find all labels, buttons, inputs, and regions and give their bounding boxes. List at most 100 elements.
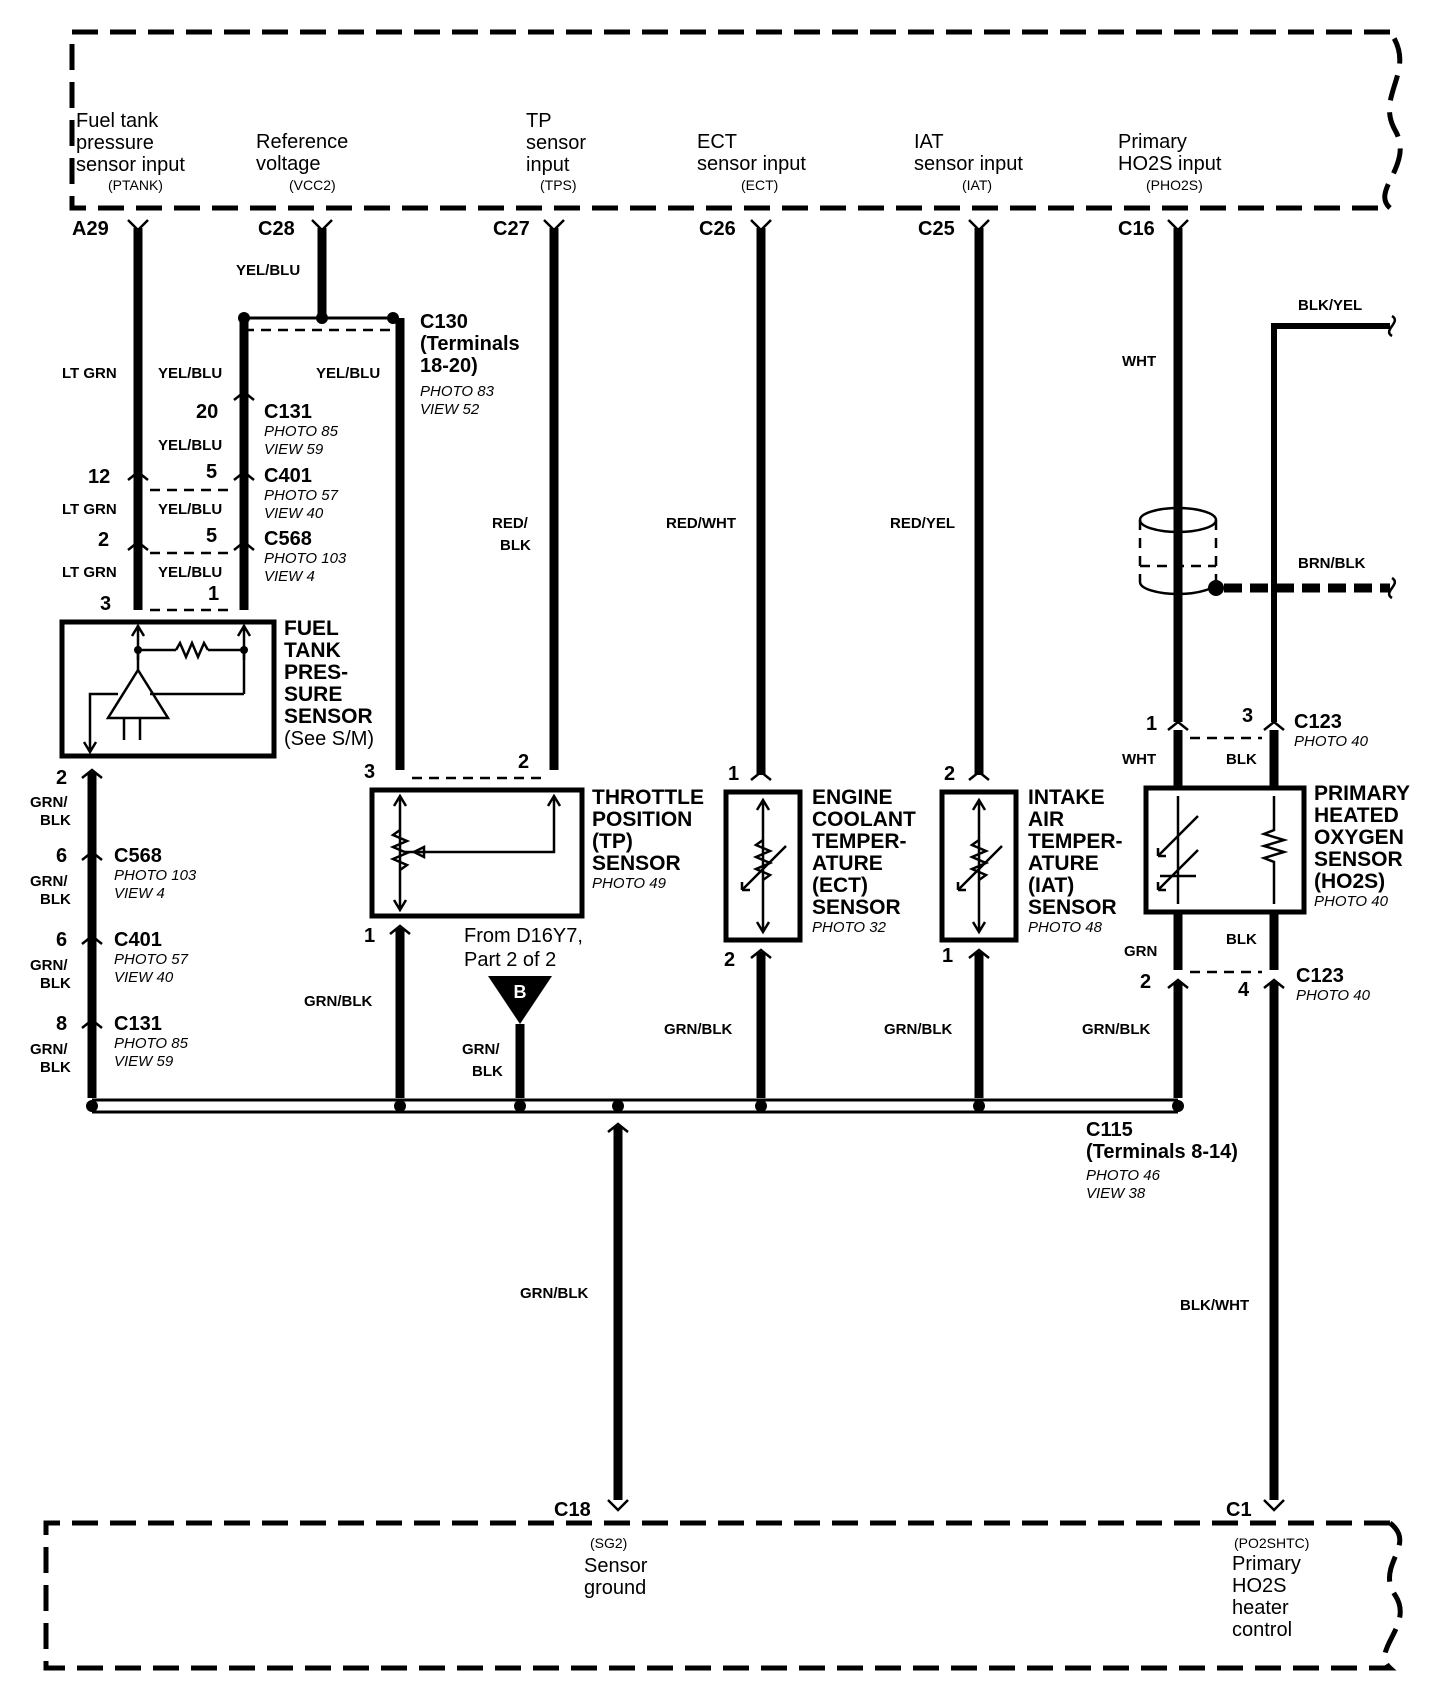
svg-text:PHOTO 48: PHOTO 48	[1028, 919, 1103, 936]
svg-text:BLK: BLK	[40, 1059, 71, 1076]
svg-text:SENSOR: SENSOR	[592, 852, 681, 875]
svg-text:sensor: sensor	[526, 132, 586, 154]
svg-text:GRN/BLK: GRN/BLK	[520, 1285, 588, 1302]
connector-c130: C130 (Terminals 18-20) PHOTO 83 VIEW 52	[420, 311, 520, 418]
svg-text:PRES-: PRES-	[284, 661, 348, 684]
svg-text:VIEW 59: VIEW 59	[264, 441, 324, 458]
svg-text:sensor input: sensor input	[697, 153, 806, 175]
connector-c401-top: 12 5 C401 PHOTO 57 VIEW 40	[88, 461, 339, 522]
svg-text:GRN/: GRN/	[30, 1041, 68, 1058]
svg-text:PHOTO 103: PHOTO 103	[114, 867, 197, 884]
connector-c123-bottom: BLK GRN 2 4 C123 PHOTO 40	[1124, 912, 1371, 1004]
svg-text:(PTANK): (PTANK)	[108, 177, 163, 193]
ground-reference-b: From D16Y7, Part 2 of 2 B GRN/ BLK	[462, 925, 583, 1098]
svg-text:PHOTO 40: PHOTO 40	[1314, 893, 1389, 910]
svg-text:C123: C123	[1296, 965, 1344, 987]
svg-text:(TP): (TP)	[592, 830, 633, 853]
svg-text:(Terminals: (Terminals	[420, 333, 520, 355]
pcm-top-boundary	[69, 29, 1403, 211]
svg-text:Fuel tank: Fuel tank	[76, 110, 159, 132]
svg-text:BLK: BLK	[40, 812, 71, 829]
svg-text:8: 8	[56, 1013, 67, 1035]
svg-text:PHOTO 85: PHOTO 85	[114, 1035, 189, 1052]
svg-text:(PO2SHTC): (PO2SHTC)	[1234, 1535, 1309, 1551]
svg-text:PHOTO 49: PHOTO 49	[592, 875, 667, 892]
svg-text:1: 1	[942, 945, 953, 967]
svg-text:SENSOR: SENSOR	[284, 705, 373, 728]
pcm-input-ect: ECT sensor input (ECT) C26	[697, 131, 806, 240]
connector-c401-bottom: 6 C401 PHOTO 57 VIEW 40	[56, 929, 189, 986]
pcm-input-iat: IAT sensor input (IAT) C25	[914, 131, 1023, 240]
svg-text:Primary: Primary	[1232, 1553, 1301, 1575]
svg-text:BLK/YEL: BLK/YEL	[1298, 297, 1362, 314]
svg-text:C115: C115	[1086, 1119, 1133, 1141]
svg-text:3: 3	[364, 761, 375, 783]
svg-text:VIEW 52: VIEW 52	[420, 401, 480, 418]
pcm-output-heater-control: C1 (PO2SHTC) Primary HO2S heater control	[1226, 1499, 1309, 1641]
svg-text:VIEW 40: VIEW 40	[264, 505, 324, 522]
tp-sensor-wires: RED/ BLK 3 2	[364, 228, 559, 783]
svg-text:YEL/BLU: YEL/BLU	[158, 501, 222, 518]
pcm-bottom-boundary	[43, 1520, 1403, 1671]
svg-text:PRIMARY: PRIMARY	[1314, 782, 1410, 805]
svg-text:C1: C1	[1226, 1499, 1252, 1521]
svg-text:1: 1	[1146, 713, 1157, 735]
svg-text:TEMPER-: TEMPER-	[1028, 830, 1123, 853]
ho2s-signal-wire: WHT	[1122, 228, 1183, 722]
connector-c568-bottom: 6 C568 PHOTO 103 VIEW 4	[56, 845, 197, 902]
tp-sensor: THROTTLE POSITION (TP) SENSOR PHOTO 49	[369, 786, 704, 919]
ho2s-sensor: PRIMARY HEATED OXYGEN SENSOR (HO2S) PHOT…	[1143, 730, 1410, 915]
svg-text:5: 5	[206, 525, 217, 547]
svg-text:(TPS): (TPS)	[540, 177, 577, 193]
svg-text:(ECT): (ECT)	[741, 177, 778, 193]
svg-text:YEL/BLU: YEL/BLU	[158, 564, 222, 581]
svg-text:PHOTO 83: PHOTO 83	[420, 383, 495, 400]
shield-icon	[1138, 506, 1224, 596]
svg-text:C568: C568	[264, 528, 312, 550]
svg-text:C401: C401	[114, 929, 162, 951]
ect-ground-wire: 2 GRN/BLK	[664, 948, 772, 1098]
svg-text:BRN/BLK: BRN/BLK	[1298, 555, 1366, 572]
svg-text:C568: C568	[114, 845, 162, 867]
svg-text:PHOTO 85: PHOTO 85	[264, 423, 339, 440]
svg-text:6: 6	[56, 845, 67, 867]
svg-text:PHOTO 40: PHOTO 40	[1296, 987, 1371, 1004]
svg-text:THROTTLE: THROTTLE	[592, 786, 704, 809]
connector-c123-top: 1 3 C123 PHOTO 40 WHT BLK	[1122, 705, 1369, 768]
svg-text:LT GRN: LT GRN	[62, 365, 117, 382]
svg-text:voltage: voltage	[256, 153, 321, 175]
pcm-input-tps: TP sensor input (TPS) C27	[493, 110, 586, 240]
svg-text:COOLANT: COOLANT	[812, 808, 916, 831]
connector-c568-top: 2 5 C568 PHOTO 103 VIEW 4	[98, 525, 347, 585]
ho2s-heater-control-wire: BLK/WHT	[1180, 982, 1285, 1512]
svg-text:3: 3	[100, 593, 111, 615]
svg-text:(IAT): (IAT)	[962, 177, 992, 193]
svg-text:FUEL: FUEL	[284, 617, 339, 640]
svg-text:(IAT): (IAT)	[1028, 874, 1074, 897]
vcc2-wire: YEL/BLU YEL/BLU YEL/BLU YEL/BLU YEL/BLU …	[158, 228, 399, 610]
svg-text:GRN/BLK: GRN/BLK	[664, 1021, 732, 1038]
svg-text:BLK: BLK	[1226, 931, 1257, 948]
svg-text:(HO2S): (HO2S)	[1314, 870, 1385, 893]
svg-text:HO2S: HO2S	[1232, 1575, 1286, 1597]
svg-text:C401: C401	[264, 465, 312, 487]
svg-text:C131: C131	[114, 1013, 162, 1035]
svg-text:A29: A29	[72, 218, 109, 240]
svg-text:PHOTO 46: PHOTO 46	[1086, 1167, 1161, 1184]
svg-text:BLK: BLK	[472, 1063, 503, 1080]
svg-text:ATURE: ATURE	[1028, 852, 1099, 875]
svg-text:(Terminals 8-14): (Terminals 8-14)	[1086, 1141, 1238, 1163]
svg-text:2: 2	[724, 949, 735, 971]
pcm-output-sensor-ground: C18 (SG2) Sensor ground	[554, 1499, 648, 1599]
svg-text:C26: C26	[699, 218, 736, 240]
svg-text:YEL/BLU: YEL/BLU	[158, 437, 222, 454]
connector-c131-bottom: 8 C131 PHOTO 85 VIEW 59	[56, 1013, 189, 1070]
svg-text:C123: C123	[1294, 711, 1342, 733]
svg-text:BLK: BLK	[40, 891, 71, 908]
svg-text:PHOTO 57: PHOTO 57	[264, 487, 339, 504]
svg-text:C27: C27	[493, 218, 530, 240]
svg-text:VIEW 40: VIEW 40	[114, 969, 174, 986]
svg-text:OXYGEN: OXYGEN	[1314, 826, 1404, 849]
svg-text:C28: C28	[258, 218, 295, 240]
svg-text:Part 2 of 2: Part 2 of 2	[464, 949, 556, 971]
